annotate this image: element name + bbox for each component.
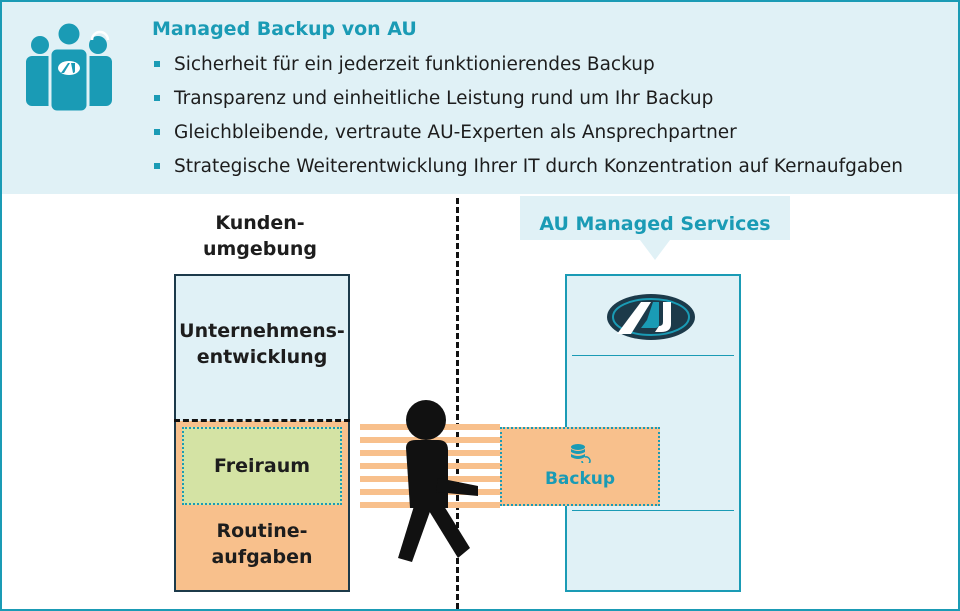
au-logo (607, 294, 695, 340)
business-development-label: Unternehmens- entwicklung (174, 318, 350, 370)
database-icon (571, 444, 591, 463)
benefit-item: Sicherheit für ein jederzeit funktionier… (152, 52, 903, 86)
routine-tasks-label: Routine- aufgaben (174, 518, 350, 570)
service-row-divider (572, 510, 734, 511)
benefits-banner: Managed Backup von AU Sicherheit für ein… (2, 2, 958, 194)
walking-person-icon (398, 400, 478, 562)
benefit-item: Strategische Weiterentwicklung Ihrer IT … (152, 154, 903, 188)
customer-column-title: Kunden- umgebung (170, 210, 350, 262)
freiraum-box (182, 427, 342, 505)
benefit-item: Transparenz und einheitliche Leistung ru… (152, 86, 903, 120)
business-development-line: Unternehmens- (179, 320, 345, 342)
benefit-list: Sicherheit für ein jederzeit funktionier… (152, 52, 903, 188)
backup-label: Backup (544, 469, 616, 489)
benefit-item: Gleichbleibende, vertraute AU-Experten a… (152, 120, 903, 154)
service-row-divider (572, 355, 734, 356)
au-services-title: AU Managed Services (539, 213, 771, 235)
routine-tasks-line: Routine- (216, 520, 308, 542)
customer-title-line: Kunden- (215, 212, 305, 234)
routine-tasks-line: aufgaben (211, 546, 313, 568)
customer-title-line: umgebung (202, 238, 318, 260)
people-headset-icon (26, 20, 112, 114)
au-services-label-shape (520, 196, 790, 260)
business-development-line: entwicklung (196, 346, 328, 368)
backup-box (500, 427, 660, 506)
dashed-divider (456, 198, 459, 609)
left-dashed-separator (174, 419, 350, 422)
banner-title: Managed Backup von AU (152, 18, 417, 40)
freiraum-label: Freiraum (213, 455, 311, 477)
